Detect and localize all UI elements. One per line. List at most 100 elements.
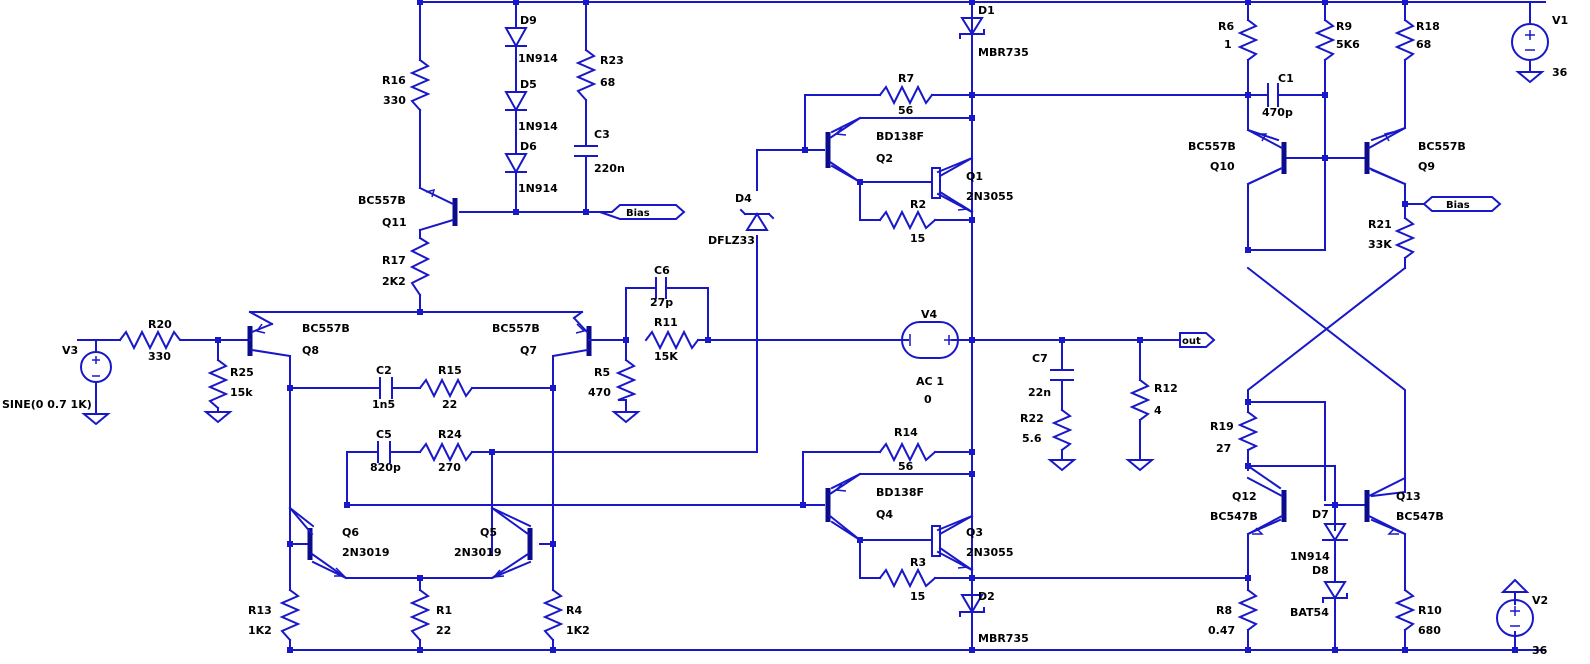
capacitor-c1 bbox=[1267, 83, 1279, 107]
transistor-q3 bbox=[931, 514, 974, 572]
r2-value: 15 bbox=[910, 232, 925, 245]
q11-name: Q11 bbox=[382, 216, 407, 229]
diode-d8 bbox=[1322, 581, 1348, 603]
supply-symbol-v2 bbox=[1500, 578, 1530, 593]
transistor-q7 bbox=[551, 316, 601, 358]
r19-value: 27 bbox=[1216, 442, 1231, 455]
r10-name: R10 bbox=[1418, 604, 1442, 617]
resistor-r12 bbox=[1129, 378, 1151, 422]
r10-value: 680 bbox=[1418, 624, 1441, 637]
transistor-q12 bbox=[1246, 476, 1287, 536]
resistor-r3 bbox=[878, 567, 937, 589]
resistor-r25 bbox=[207, 358, 229, 410]
labels: Bias Bias out V1 36 V2 36 V3 SINE(0 0.7 … bbox=[2, 4, 1568, 657]
v4-line2: 0 bbox=[924, 393, 932, 406]
q8-name: Q8 bbox=[302, 344, 319, 357]
c2-value: 1n5 bbox=[372, 398, 395, 411]
r9-name: R9 bbox=[1336, 20, 1352, 33]
transistor-q1 bbox=[931, 156, 974, 214]
r14-name: R14 bbox=[894, 426, 918, 439]
d7-name: D7 bbox=[1312, 508, 1329, 521]
resistor-r21 bbox=[1394, 216, 1416, 260]
r24-name: R24 bbox=[438, 428, 462, 441]
resistor-r11 bbox=[644, 329, 700, 351]
r6-value: 1 bbox=[1224, 38, 1232, 51]
voltage-source-v2 bbox=[1496, 599, 1534, 637]
r20-name: R20 bbox=[148, 318, 172, 331]
r3-value: 15 bbox=[910, 590, 925, 603]
r4-name: R4 bbox=[566, 604, 582, 617]
voltage-source-v4 bbox=[901, 321, 959, 359]
r23-name: R23 bbox=[600, 54, 624, 67]
d9-name: D9 bbox=[520, 14, 537, 27]
q3-value: 2N3055 bbox=[966, 546, 1013, 559]
diodes bbox=[504, 17, 1348, 617]
r12-name: R12 bbox=[1154, 382, 1178, 395]
resistor-r14 bbox=[878, 441, 937, 463]
r5-name: R5 bbox=[594, 366, 610, 379]
diode-d1 bbox=[959, 17, 985, 39]
diode-d5 bbox=[504, 91, 528, 113]
r8-name: R8 bbox=[1216, 604, 1232, 617]
v3-value: SINE(0 0.7 1K) bbox=[2, 398, 92, 411]
c1-value: 470p bbox=[1262, 106, 1293, 119]
c5-name: C5 bbox=[376, 428, 392, 441]
q8-value: BC557B bbox=[302, 322, 350, 335]
q12-name: Q12 bbox=[1232, 490, 1257, 503]
q10-value: BC557B bbox=[1188, 140, 1236, 153]
v2-name: V2 bbox=[1532, 594, 1548, 607]
c5-value: 820p bbox=[370, 461, 401, 474]
r6-name: R6 bbox=[1218, 20, 1234, 33]
r7-value: 56 bbox=[898, 104, 914, 117]
resistor-r16 bbox=[409, 58, 431, 112]
d4-name: D4 bbox=[735, 192, 752, 205]
capacitor-c3 bbox=[574, 145, 598, 157]
q13-value: BC547B bbox=[1396, 510, 1444, 523]
c3-name: C3 bbox=[594, 128, 610, 141]
d6-value: 1N914 bbox=[518, 182, 558, 195]
r1-value: 22 bbox=[436, 624, 451, 637]
voltage-source-v3 bbox=[80, 351, 112, 383]
r22-value: 5.6 bbox=[1022, 432, 1042, 445]
d5-value: 1N914 bbox=[518, 120, 558, 133]
resistor-r19 bbox=[1237, 410, 1259, 452]
q6-value: 2N3019 bbox=[342, 546, 389, 559]
bias-flag-left bbox=[599, 204, 686, 220]
diode-d4 bbox=[739, 208, 775, 231]
out-flag-label: out bbox=[1182, 336, 1201, 347]
r23-value: 68 bbox=[600, 76, 615, 89]
capacitor-c6 bbox=[655, 277, 667, 299]
r16-value: 330 bbox=[383, 94, 406, 107]
r19-name: R19 bbox=[1210, 420, 1234, 433]
r13-name: R13 bbox=[248, 604, 272, 617]
q12-value: BC547B bbox=[1210, 510, 1258, 523]
diode-d6 bbox=[504, 153, 528, 175]
q9-value: BC557B bbox=[1418, 140, 1466, 153]
capacitor-c5 bbox=[377, 441, 391, 463]
r21-value: 33K bbox=[1368, 238, 1392, 251]
d8-name: D8 bbox=[1312, 564, 1329, 577]
r9-value: 5K6 bbox=[1336, 38, 1360, 51]
bias-flag-label-right: Bias bbox=[1446, 200, 1470, 211]
r11-value: 15K bbox=[654, 350, 678, 363]
r5-value: 470 bbox=[588, 386, 611, 399]
transistors bbox=[247, 116, 1407, 580]
c3-value: 220n bbox=[594, 162, 625, 175]
c7-value: 22n bbox=[1028, 386, 1051, 399]
resistor-r9 bbox=[1314, 18, 1336, 62]
resistor-r2 bbox=[878, 209, 937, 231]
q3-name: Q3 bbox=[966, 526, 983, 539]
junction-dots bbox=[215, 0, 1518, 653]
resistors bbox=[118, 18, 1416, 642]
r17-value: 2K2 bbox=[382, 275, 406, 288]
resistor-r17 bbox=[409, 236, 431, 297]
q1-name: Q1 bbox=[966, 170, 983, 183]
d7-value: 1N914 bbox=[1290, 550, 1330, 563]
v3-name: V3 bbox=[62, 344, 78, 357]
r2-name: R2 bbox=[910, 198, 926, 211]
r13-value: 1K2 bbox=[248, 624, 272, 637]
c6-value: 27p bbox=[650, 296, 673, 309]
bias-flag-right bbox=[1422, 196, 1502, 212]
q11-value: BC557B bbox=[358, 194, 406, 207]
resistor-r20 bbox=[118, 329, 187, 351]
